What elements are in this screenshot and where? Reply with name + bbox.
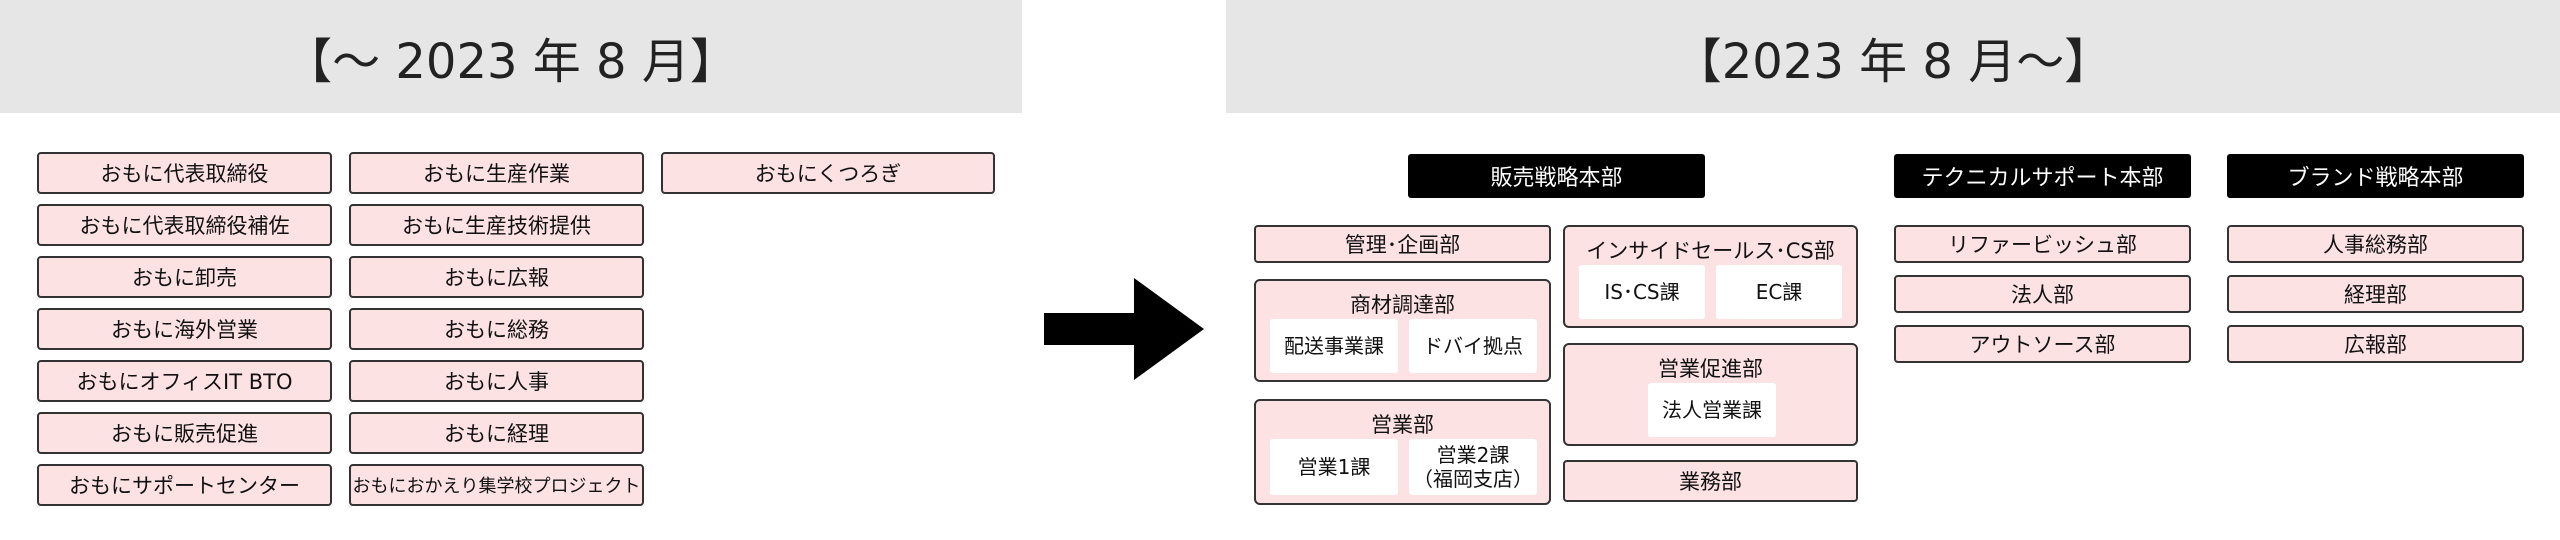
before-item: おもに生産作業 [349,152,644,194]
section-ec: EC課 [1716,265,1842,319]
before-item: おもにくつろぎ [661,152,995,194]
before-item: おもに広報 [349,256,644,298]
dept-sokushin-title: 営業促進部 [1658,357,1763,381]
section-iscs: IS･CS課 [1579,265,1705,319]
right-arrow-icon [1044,278,1204,380]
header-after: 【2023 年 8 月～】 [1226,0,2560,113]
dept-technical-item: アウトソース部 [1894,325,2191,363]
dept-kanri: 管理･企画部 [1254,225,1551,263]
dept-shozai-title: 商材調達部 [1350,293,1455,317]
dept-gyomu: 業務部 [1563,460,1858,502]
before-item: おもに海外営業 [37,308,332,350]
before-item: おもに販売促進 [37,412,332,454]
section-hojin-eigyo: 法人営業課 [1648,383,1776,437]
dept-brand-item: 経理部 [2227,275,2524,313]
before-item: おもに代表取締役補佐 [37,204,332,246]
dept-technical-item: リファービッシュ部 [1894,225,2191,263]
dept-shozai: 商材調達部 配送事業課 ドバイ拠点 [1254,279,1551,382]
division-hanbai-title: 販売戦略本部 [1408,154,1705,198]
before-item: おもにサポートセンター [37,464,332,506]
section-eigyo2-name: 営業2課 [1436,443,1510,467]
dept-eigyo-title: 営業部 [1371,413,1434,437]
division-brand-title: ブランド戦略本部 [2227,154,2524,198]
before-item: おもに卸売 [37,256,332,298]
before-item: おもに人事 [349,360,644,402]
before-item: おもに総務 [349,308,644,350]
division-technical-title: テクニカルサポート本部 [1894,154,2191,198]
before-item: おもにオフィスIT BTO [37,360,332,402]
section-eigyo2: 営業2課 （福岡支店） [1409,439,1537,495]
header-before: 【～ 2023 年 8 月】 [0,0,1022,113]
dept-technical-item: 法人部 [1894,275,2191,313]
section-haiso: 配送事業課 [1270,319,1398,373]
dept-inside: インサイドセールス･CS部 IS･CS課 EC課 [1563,225,1858,328]
before-item: おもにおかえり集学校プロジェクト [349,464,644,506]
section-dubai: ドバイ拠点 [1409,319,1537,373]
section-eigyo2-branch: （福岡支店） [1413,467,1533,491]
dept-brand-item: 人事総務部 [2227,225,2524,263]
before-item: おもに代表取締役 [37,152,332,194]
dept-sokushin: 営業促進部 法人営業課 [1563,343,1858,446]
dept-inside-title: インサイドセールス･CS部 [1586,239,1835,263]
section-eigyo1: 営業1課 [1270,439,1398,495]
before-item: おもに経理 [349,412,644,454]
dept-brand-item: 広報部 [2227,325,2524,363]
before-item: おもに生産技術提供 [349,204,644,246]
dept-eigyo: 営業部 営業1課 営業2課 （福岡支店） [1254,399,1551,505]
